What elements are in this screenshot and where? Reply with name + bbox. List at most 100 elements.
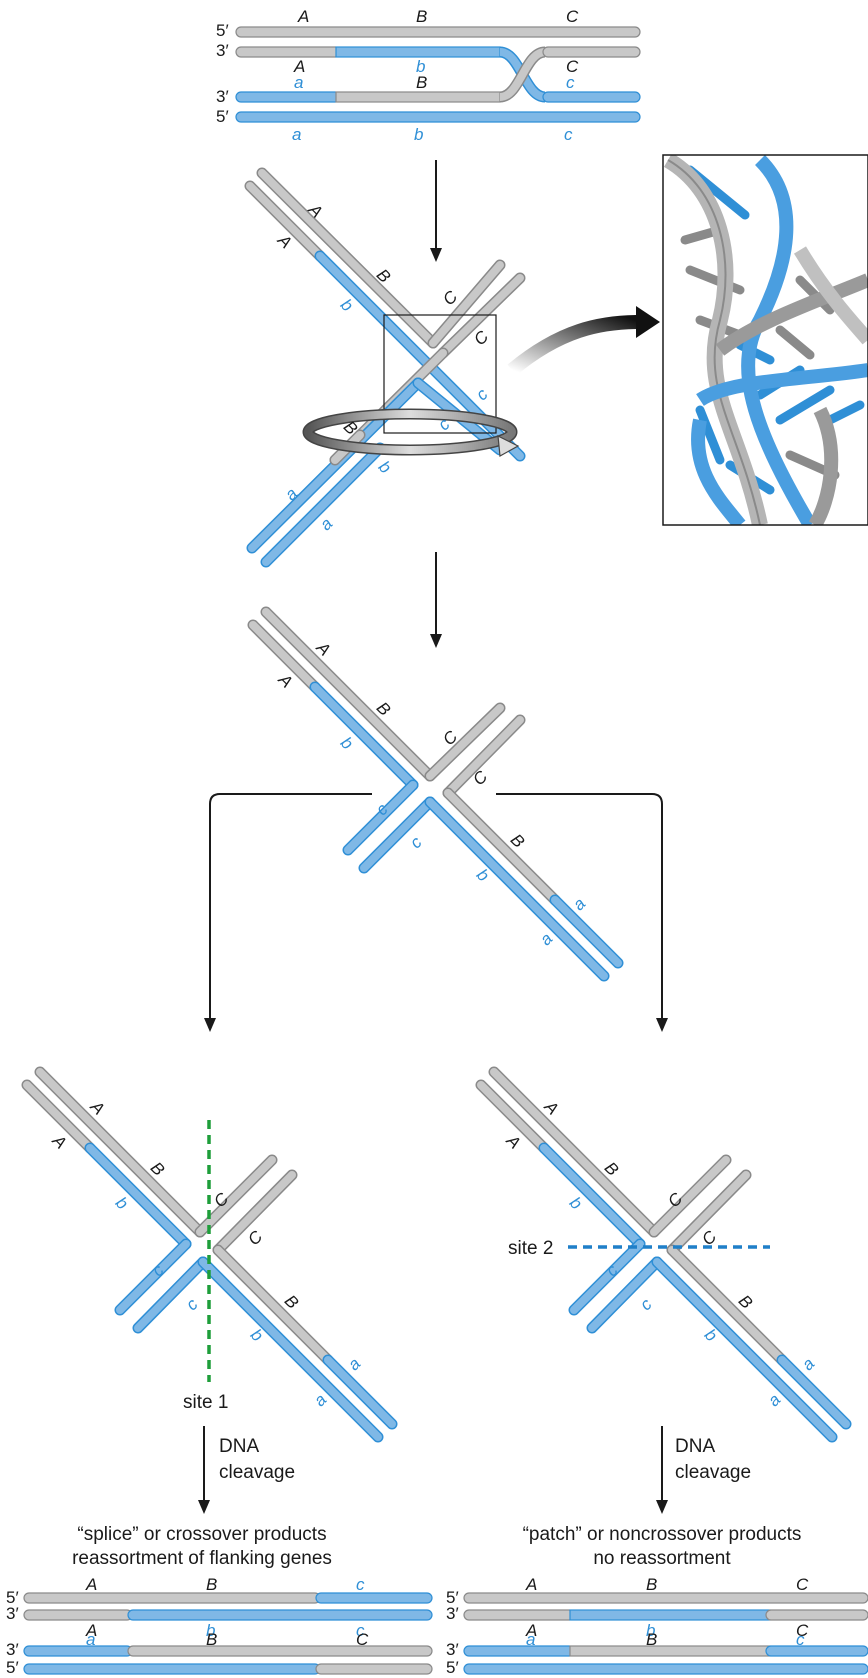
gene-label: b bbox=[206, 1621, 215, 1640]
gene-label: b bbox=[337, 295, 357, 315]
gene-label: c bbox=[636, 1294, 656, 1314]
gene-label: b bbox=[247, 1325, 267, 1345]
prime-label: 3′ bbox=[216, 41, 229, 60]
gene-label: c bbox=[356, 1575, 365, 1594]
gene-label: a bbox=[526, 1630, 535, 1649]
junction-site-1: A A B b C C c c B b a a site 1 bbox=[21, 1066, 398, 1443]
gene-label: b bbox=[646, 1621, 655, 1640]
prime-label: 5′ bbox=[446, 1588, 459, 1607]
gene-label: b bbox=[473, 865, 493, 885]
gene-label: b bbox=[701, 1325, 721, 1345]
strand-gray bbox=[335, 91, 501, 103]
site-label: site 1 bbox=[183, 1392, 228, 1413]
down-arrow bbox=[430, 160, 442, 262]
strand-blue bbox=[315, 1592, 433, 1604]
gene-label: b bbox=[112, 1193, 132, 1213]
gene-label: B bbox=[646, 1575, 657, 1594]
gene-label: c bbox=[796, 1630, 805, 1649]
gene-label: b bbox=[416, 57, 425, 76]
gene-label: C bbox=[796, 1621, 809, 1640]
cleavage-label: cleavage bbox=[675, 1462, 751, 1483]
strand-gray bbox=[23, 1609, 133, 1621]
gene-label: c bbox=[472, 384, 492, 404]
gene-label: b bbox=[375, 457, 395, 477]
strand-gray bbox=[765, 1609, 868, 1621]
gene-label: C bbox=[698, 1227, 721, 1250]
gene-label: A bbox=[297, 7, 309, 26]
cleavage-label: DNA bbox=[675, 1436, 715, 1457]
molecular-model-inset bbox=[663, 155, 868, 525]
prime-label: 5′ bbox=[216, 21, 229, 40]
strand-gray bbox=[235, 26, 641, 38]
prime-label: 5′ bbox=[6, 1588, 19, 1607]
gene-label: c bbox=[566, 73, 575, 92]
gene-label: c bbox=[182, 1294, 202, 1314]
strand-blue bbox=[127, 1609, 433, 1621]
strand-gray bbox=[23, 1592, 321, 1604]
strand-blue bbox=[23, 1645, 133, 1657]
strand-blue bbox=[335, 46, 501, 58]
gene-label: b bbox=[337, 733, 357, 753]
gene-label: c bbox=[406, 832, 426, 852]
strand-blue bbox=[765, 1645, 868, 1657]
cleavage-label: cleavage bbox=[219, 1462, 295, 1483]
prime-label: 3′ bbox=[6, 1640, 19, 1659]
gene-label: a bbox=[294, 73, 303, 92]
gene-label: A bbox=[502, 1130, 524, 1152]
junction-site-2: site 2 A A B b C C c c B b a a bbox=[475, 1066, 852, 1443]
strand-gray bbox=[315, 1663, 433, 1675]
gene-label: A bbox=[293, 57, 305, 76]
gene-label: b bbox=[414, 125, 423, 144]
strand-gray bbox=[127, 1645, 433, 1657]
splice-subtitle: reassortment of flanking genes bbox=[72, 1548, 332, 1569]
zoom-arrow bbox=[507, 306, 660, 376]
prime-label: 3′ bbox=[216, 87, 229, 106]
cleavage-label: DNA bbox=[219, 1436, 259, 1457]
strand-gray bbox=[463, 1609, 575, 1621]
gene-label: B bbox=[206, 1575, 217, 1594]
strand-blue bbox=[569, 1609, 771, 1621]
gene-label: a bbox=[292, 125, 301, 144]
gene-label: C bbox=[566, 7, 579, 26]
gene-label: C bbox=[356, 1630, 369, 1649]
strand-blue bbox=[235, 111, 641, 123]
down-arrow bbox=[430, 552, 442, 648]
strand-blue bbox=[463, 1645, 575, 1657]
prime-label: 3′ bbox=[446, 1640, 459, 1659]
patch-subtitle: no reassortment bbox=[593, 1548, 731, 1569]
patch-products: 5′ 3′ 3′ 5′ A B C A b C a B c bbox=[446, 1575, 868, 1677]
strand-blue bbox=[235, 91, 341, 103]
prime-label: 5′ bbox=[216, 107, 229, 126]
prime-label: 5′ bbox=[446, 1658, 459, 1677]
splice-products: 5′ 3′ 3′ 5′ A B c A b c a B C bbox=[6, 1575, 433, 1677]
gene-label: B bbox=[416, 73, 427, 92]
gene-label: B bbox=[646, 1630, 657, 1649]
holliday-junction-crossed: A A B b C C B b c c a a bbox=[244, 167, 526, 568]
gene-label: A bbox=[525, 1621, 537, 1640]
site-label: site 2 bbox=[508, 1238, 553, 1259]
top-duplex: 5′ 3′ 3′ 5′ A B C A b C a B c a b c bbox=[216, 7, 641, 144]
prime-label: 5′ bbox=[6, 1658, 19, 1677]
branch-arrow-right bbox=[496, 793, 668, 1032]
strand-gray bbox=[463, 1592, 868, 1604]
gene-label: a bbox=[344, 1354, 364, 1374]
gene-label: c bbox=[356, 1621, 365, 1640]
gene-label: A bbox=[85, 1575, 97, 1594]
gene-label: A bbox=[525, 1575, 537, 1594]
gene-label: B bbox=[416, 7, 427, 26]
gene-label: a bbox=[316, 514, 336, 534]
gene-label: a bbox=[798, 1354, 818, 1374]
gene-label: A bbox=[274, 669, 296, 691]
prime-label: 3′ bbox=[6, 1604, 19, 1623]
cleavage-arrow-left bbox=[198, 1426, 210, 1514]
gene-label: C bbox=[796, 1575, 809, 1594]
gene-label: c bbox=[564, 125, 573, 144]
gene-label: C bbox=[244, 1227, 267, 1250]
gene-label: A bbox=[48, 1130, 70, 1152]
inset-frame bbox=[662, 154, 868, 526]
gene-label: B bbox=[206, 1630, 217, 1649]
gene-label: C bbox=[566, 57, 579, 76]
cleavage-arrow-right bbox=[656, 1426, 668, 1514]
branch-arrow-left bbox=[204, 793, 372, 1032]
